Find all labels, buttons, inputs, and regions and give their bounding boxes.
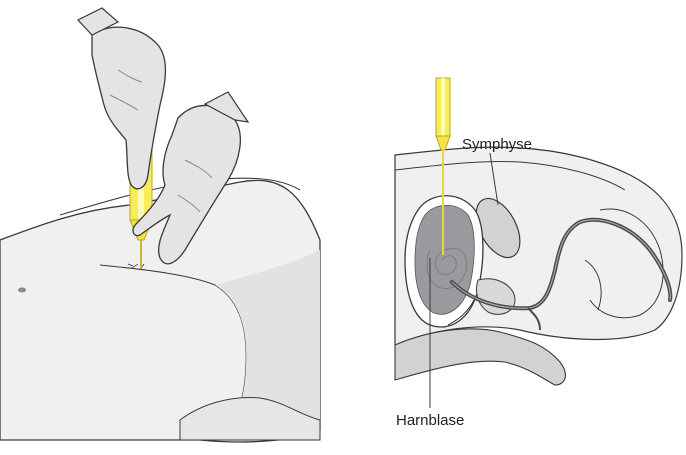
gloved-hand-upper [92,27,165,189]
right-illustration: Symphyse Harnblase [395,78,682,429]
symphyse-label: Symphyse [462,136,532,153]
navel [18,288,26,293]
left-illustration [0,8,320,442]
harnblase-label: Harnblase [396,412,464,429]
pelvic-bone [395,329,565,385]
